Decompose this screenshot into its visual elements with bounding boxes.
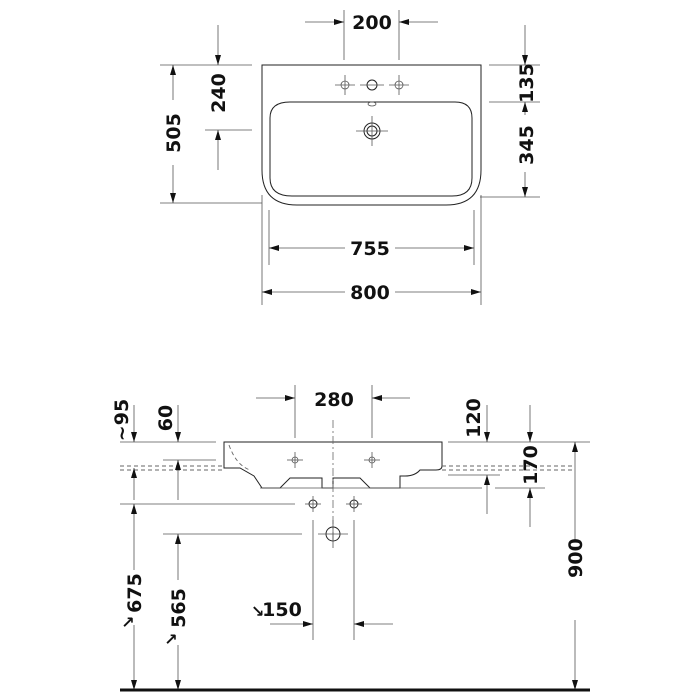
approx-arrow-icon: ↗ — [164, 630, 177, 649]
basin-outline — [261, 64, 482, 206]
dim-tap-spacing: 200 — [352, 12, 392, 34]
tap-hole-icon — [287, 452, 303, 468]
dim-basin-height: 170 — [520, 445, 542, 485]
overflow-icon — [367, 101, 377, 107]
tap-hole-icon — [364, 452, 380, 468]
dim-front-tap-spacing: 280 — [314, 389, 354, 411]
dim-bowl-drop: 60 — [155, 405, 177, 431]
bowl-outline — [269, 101, 473, 197]
dim-overflow-depth: ~95 — [111, 399, 133, 441]
dim-waste-spacing: 150 — [262, 599, 302, 621]
front-view: 280 ~95 60 120 170 900 675 ↗ 565 — [111, 385, 590, 692]
drain-icon — [356, 116, 388, 146]
dim-rim-to-bowl: 135 — [516, 63, 538, 103]
tap-hole-icon — [389, 75, 409, 95]
dim-tap-to-bowl: 240 — [208, 73, 230, 113]
dim-overall-depth: 505 — [163, 113, 185, 153]
approx-arrow-icon: ↗ — [121, 613, 134, 632]
top-view: 200 240 505 135 345 755 800 — [160, 10, 540, 305]
tap-hole-icon — [360, 79, 384, 91]
waste-outlet-icon — [318, 520, 348, 548]
basin-front-outline — [223, 441, 443, 489]
dim-overall-width: 800 — [350, 282, 390, 304]
dim-bowl-width: 755 — [350, 238, 390, 260]
approx-arrow-icon: ↗ — [248, 604, 267, 617]
fixing-hole-icon — [305, 496, 321, 512]
dim-floor-to-rim: 900 — [565, 538, 587, 578]
dim-rim-thickness: 120 — [463, 398, 485, 438]
fixing-hole-icon — [346, 496, 362, 512]
dim-floor-to-fixing: 675 — [124, 573, 146, 613]
dim-bowl-depth: 345 — [516, 125, 538, 165]
dim-floor-to-waste: 565 — [168, 588, 190, 628]
tap-hole-icon — [335, 75, 355, 95]
